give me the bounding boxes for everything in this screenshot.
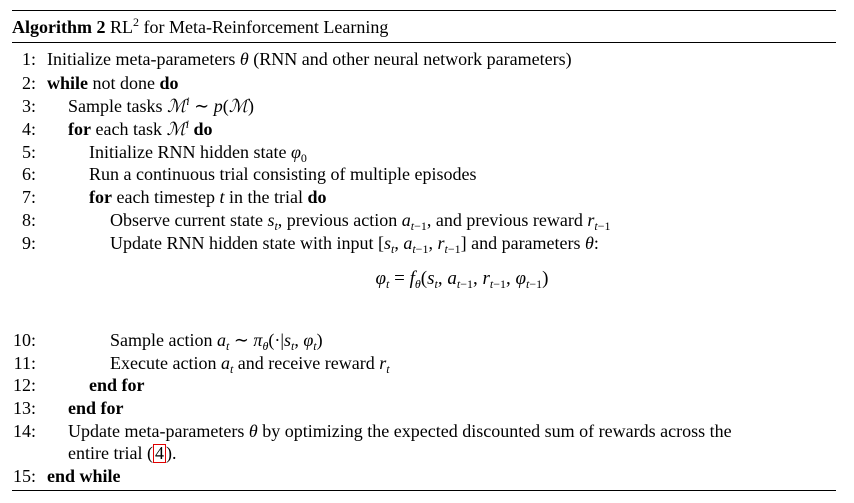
line-number: 6:	[21, 164, 36, 184]
algo-line-10: 10: Sample action at ∼ πθ(·|st, φt)	[0, 329, 850, 353]
line-number: 4:	[21, 119, 36, 139]
algo-line-15: 15: end while	[0, 465, 850, 487]
display-equation: φt = fθ(st, at−1, rt−1, φt−1)	[375, 268, 549, 291]
line-number: 12:	[12, 375, 36, 395]
algo-line-5: 5: Initialize RNN hidden state φ0	[0, 141, 850, 165]
line-text: Initialize meta-parameters θ (RNN and ot…	[47, 49, 572, 69]
line-text: Sample tasks ℳi ∼ p(ℳ)	[68, 94, 254, 117]
algo-line-1: 1: Initialize meta-parameters θ (RNN and…	[0, 48, 850, 70]
line-number: 1:	[21, 49, 36, 69]
line-text: Sample action at ∼ πθ(·|st, φt)	[110, 330, 323, 353]
bottom-rule	[12, 490, 836, 491]
line-text: end while	[47, 466, 121, 486]
algo-line-6: 6: Run a continuous trial consisting of …	[0, 163, 850, 185]
line-text: entire trial (4).	[68, 443, 177, 463]
line-text: Observe current state st, previous actio…	[110, 210, 611, 233]
algo-line-7: 7: for each timestep t in the trial do	[0, 186, 850, 208]
line-number: 9:	[21, 233, 36, 253]
line-text: Initialize RNN hidden state φ0	[89, 142, 307, 165]
line-number: 3:	[21, 96, 36, 116]
line-text: end for	[68, 398, 124, 418]
line-number: 7:	[21, 187, 36, 207]
line-text: for each task ℳi do	[68, 117, 213, 140]
algorithm-header: Algorithm 2 RL2 for Meta-Reinforcement L…	[12, 14, 388, 40]
algo-line-9: 9: Update RNN hidden state with input [s…	[0, 232, 850, 256]
algo-line-3: 3: Sample tasks ℳi ∼ p(ℳ)	[0, 95, 850, 117]
algo-line-8: 8: Observe current state st, previous ac…	[0, 209, 850, 233]
top-rule	[12, 10, 836, 11]
line-text: Update RNN hidden state with input [st, …	[110, 233, 599, 256]
line-text: while not done do	[47, 73, 179, 93]
algo-line-4: 4: for each task ℳi do	[0, 118, 850, 140]
line-number: 8:	[21, 210, 36, 230]
line-number: 11:	[13, 353, 36, 373]
algo-line-13: 13: end for	[0, 397, 850, 419]
line-text: Update meta-parameters θ by optimizing t…	[68, 421, 732, 441]
algo-line-2: 2: while not done do	[0, 72, 850, 94]
algo-line-14-cont: entire trial (4).	[0, 442, 850, 464]
line-number: 14:	[12, 421, 36, 441]
line-text: Execute action at and receive reward rt	[110, 353, 390, 376]
algo-line-12: 12: end for	[0, 374, 850, 396]
line-number: 13:	[12, 398, 36, 418]
algorithm-title: RL2 for Meta-Reinforcement Learning	[110, 15, 389, 37]
header-rule	[12, 42, 836, 43]
line-number: 15:	[12, 466, 36, 486]
line-number: 5:	[21, 142, 36, 162]
algo-line-14: 14: Update meta-parameters θ by optimizi…	[0, 420, 850, 442]
line-number: 10:	[12, 330, 36, 350]
algo-line-11: 11: Execute action at and receive reward…	[0, 352, 850, 376]
citation-link[interactable]: 4	[152, 443, 166, 463]
line-number: 2:	[21, 73, 36, 93]
algorithm-label: Algorithm 2	[12, 17, 106, 37]
line-text: for each timestep t in the trial do	[89, 187, 327, 207]
line-text: end for	[89, 375, 145, 395]
line-text: Run a continuous trial consisting of mul…	[89, 164, 477, 184]
